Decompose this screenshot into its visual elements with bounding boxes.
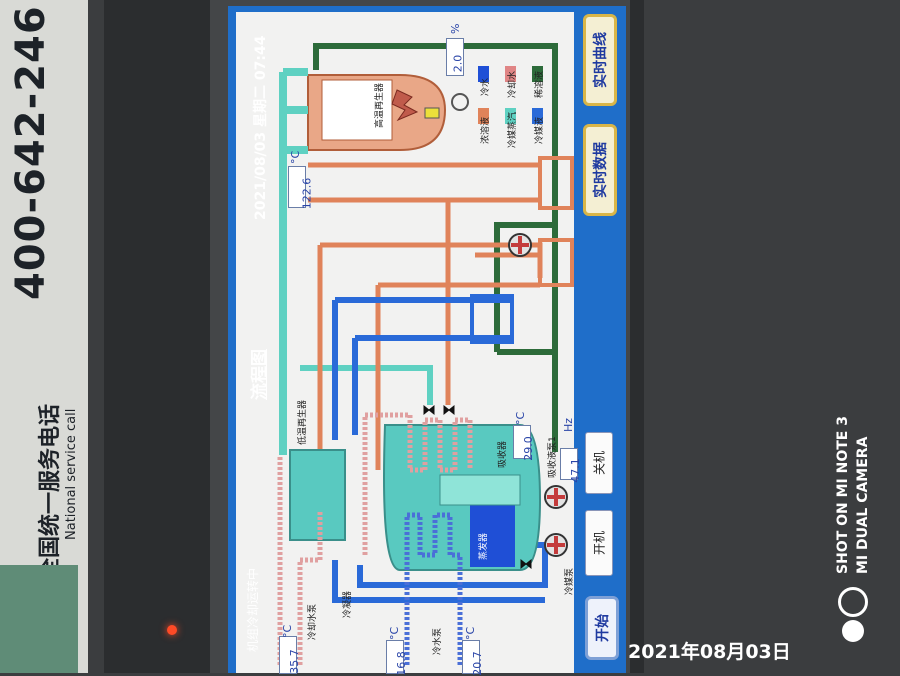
- dilute-solution-pipe: [313, 43, 558, 452]
- hp-generator-temp-unit: °C: [289, 150, 302, 164]
- heat-exchanger-high: [538, 156, 574, 210]
- absorber-label: 吸收器: [498, 440, 508, 468]
- legend-dilute: 稀溶液: [535, 70, 545, 98]
- stop-button[interactable]: 关机: [585, 432, 613, 494]
- legend-cooling-water: 冷却水: [508, 70, 518, 98]
- hp-generator-window: [321, 79, 393, 141]
- service-sticker: [0, 0, 88, 673]
- hmi-datetime: 2021/08/03 星期二 07:44: [253, 35, 269, 220]
- hp-generator-label: 高温再生器: [375, 82, 385, 128]
- refrigerant-vapor-pipe: [279, 68, 308, 455]
- pump-frequency-unit: Hz: [562, 417, 575, 432]
- realtime-data-button[interactable]: 实时数据: [583, 124, 617, 216]
- chilled-pump-label: 冷水泵: [433, 627, 443, 655]
- chilled-water-coil: [404, 512, 463, 665]
- photo-date-stamp: 2021年08月03日: [628, 641, 791, 663]
- start-unit-button[interactable]: 开机: [585, 510, 613, 576]
- absorber-temp: 29.0: [513, 425, 535, 461]
- power-led-icon: [167, 625, 177, 635]
- chilled-water-out-temp: 20.7: [462, 640, 484, 676]
- refrig-pump-label: 冷媒泵: [565, 567, 575, 595]
- legend-swatch-cooling-water: [505, 66, 516, 82]
- page-title: 流程图: [250, 349, 270, 400]
- valve-icon: [423, 404, 532, 570]
- opening-readout: 2.0: [446, 38, 464, 76]
- cooling-water-temp: 35.7: [279, 636, 301, 674]
- legend-swatch-dilute: [532, 66, 543, 82]
- legend-concentrated: 浓溶液: [481, 116, 491, 144]
- unit-status: 机组冷却运转中: [246, 567, 260, 652]
- realtime-curve-button[interactable]: 实时曲线: [583, 14, 617, 106]
- evaporator-label: 蒸发器: [479, 532, 489, 560]
- refrigerant-vapor-pipe-2: [300, 365, 433, 405]
- camera-ring-icon: [838, 587, 868, 617]
- lp-generator-label: 低温再生器: [298, 399, 308, 445]
- absorb-pump-label: 吸收液泵1: [548, 436, 558, 478]
- legend-swatch-vapor: [505, 108, 516, 124]
- heat-exchanger-low: [538, 238, 574, 287]
- chilled-water-in-unit: °C: [388, 626, 401, 640]
- legend-refrig-liquid: 冷媒液: [535, 116, 545, 144]
- legend-swatch-chilled-water: [478, 66, 489, 82]
- evaporator-section: [470, 505, 515, 567]
- cooling-pump-label: 冷却水泵: [308, 603, 318, 640]
- home-button[interactable]: 开始: [585, 596, 619, 660]
- legend-swatch-refrig-liquid: [532, 108, 543, 124]
- flame-icon: [391, 89, 419, 122]
- gauge-icon: [451, 93, 469, 111]
- refrigerant-cooler: [470, 294, 514, 344]
- absorber-spray: [439, 474, 521, 506]
- legend-swatch-concentrated: [478, 108, 489, 124]
- cooling-water-coil: [297, 412, 473, 665]
- refrig-pump-rotor-icon: [547, 536, 565, 554]
- opening-unit: %: [449, 23, 462, 34]
- pump-frequency: 47.1: [560, 448, 582, 483]
- legend-vapor: 冷媒蒸汽: [508, 111, 518, 148]
- condenser-label: 冷凝器: [343, 590, 353, 618]
- chilled-water-in-temp: 16.8: [386, 640, 408, 676]
- burner-icon: [424, 107, 440, 119]
- lp-generator-vessel: [289, 449, 346, 541]
- dilute-solution-pipe-2: [494, 222, 555, 355]
- camera-dot-icon: [842, 620, 864, 642]
- absorb-pump-rotor-icon: [547, 488, 565, 506]
- sticker-strip: [0, 565, 78, 673]
- legend-chilled-water: 冷水: [481, 77, 491, 96]
- cooling-water-temp-unit: °C: [281, 624, 294, 638]
- chilled-water-pipe: [332, 297, 510, 440]
- solution-pump-rotor-icon: [511, 236, 529, 254]
- chilled-water-out-unit: °C: [464, 626, 477, 640]
- hp-generator-temp: 122.6: [288, 166, 313, 209]
- absorber-temp-unit: °C: [514, 411, 527, 425]
